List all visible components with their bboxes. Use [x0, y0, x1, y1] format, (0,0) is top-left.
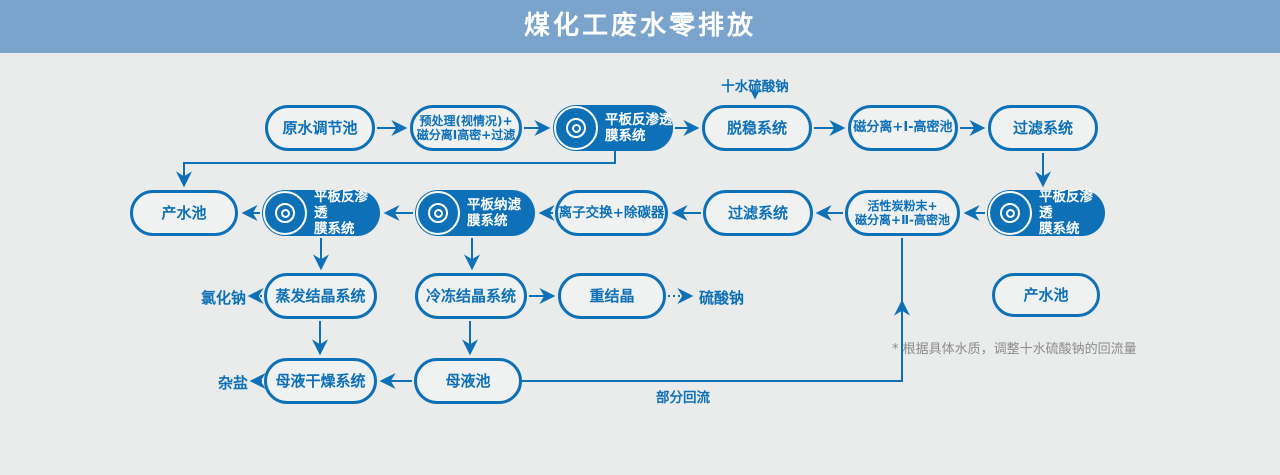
node-label: 脱稳系统: [726, 119, 787, 137]
node-label-line1: 平板反渗透: [605, 111, 673, 128]
node-raw-water-tank: 原水调节池: [265, 105, 375, 151]
node-product-water-tank-2: 产水池: [992, 273, 1100, 317]
node-filter-system-2: 过滤系统: [703, 190, 813, 236]
node-flat-ro-membrane-1: 平板反渗透 膜系统: [553, 105, 673, 151]
node-label-line1: 平板反渗透: [1039, 188, 1093, 221]
node-label: 过滤系统: [1012, 119, 1073, 137]
page-title: 煤化工废水零排放: [523, 11, 756, 41]
node-destabilization-system: 脱稳系统: [702, 105, 812, 151]
membrane-icon: [416, 191, 460, 235]
node-label: 过滤系统: [727, 204, 788, 222]
edge-ro1-to-product1: [176, 151, 616, 188]
node-evaporation-crystallization: 蒸发结晶系统: [264, 273, 377, 319]
node-label-line2: 膜系统: [314, 221, 355, 238]
membrane-icon: [263, 191, 307, 235]
label-mixed-salt: 杂盐: [217, 374, 248, 392]
node-mother-liquor-drying: 母液干燥系统: [264, 358, 377, 404]
label-partial-reflux: 部分回流: [656, 390, 710, 406]
node-label-line2: 膜系统: [605, 128, 646, 144]
node-label-line2: 磁分离Ⅰ高密+过滤: [416, 128, 516, 142]
node-flat-ro-membrane-2: 平板反渗透 膜系统: [262, 188, 380, 238]
node-label: 产水池: [161, 204, 207, 222]
node-label: 冷冻结晶系统: [425, 287, 516, 305]
node-label: 离子交换+除碳器: [558, 204, 665, 221]
node-label-line1: 平板纳滤: [467, 196, 521, 213]
node-pretreatment: 预处理(视情况)+ 磁分离Ⅰ高密+过滤: [410, 105, 522, 151]
node-label: 蒸发结晶系统: [275, 287, 366, 305]
node-label-line2: 磁分离+Ⅱ-高密池: [855, 213, 950, 227]
node-label-line1: 活性炭粉末+: [867, 198, 938, 213]
label-sodium-sulfate-decahydrate: 十水硫酸钠: [721, 79, 789, 95]
node-label-line2: 膜系统: [467, 213, 508, 229]
node-ion-exchange-decarbonizer: 离子交换+除碳器: [555, 190, 668, 236]
node-filter-system-1: 过滤系统: [988, 105, 1098, 151]
node-activated-carbon-magsep-2-pond: 活性炭粉末+ 磁分离+Ⅱ-高密池: [845, 190, 960, 236]
node-magnetic-separation-1-pond: 磁分离+Ⅰ-高密池: [848, 105, 958, 151]
label-sodium-sulfate: 硫酸钠: [699, 289, 745, 307]
title-banner: 煤化工废水零排放: [0, 0, 1280, 53]
node-label-line2: 膜系统: [1039, 221, 1080, 238]
note-text: * 根据具体水质，调整十水硫酸钠的回流量: [892, 342, 1137, 357]
node-product-water-tank-1: 产水池: [130, 190, 238, 236]
membrane-icon: [988, 191, 1032, 235]
node-recrystallization: 重结晶: [558, 273, 666, 319]
node-label: 原水调节池: [282, 119, 358, 137]
label-sodium-chloride: 氯化钠: [200, 289, 246, 307]
node-label-line1: 平板反渗透: [314, 188, 368, 221]
node-label: 母液池: [445, 372, 491, 390]
edge-partial-reflux: [522, 299, 910, 382]
node-label: 产水池: [1023, 286, 1069, 304]
membrane-icon: [554, 106, 598, 150]
node-label: 重结晶: [589, 287, 635, 305]
node-label: 磁分离+Ⅰ-高密池: [853, 120, 953, 136]
node-label-line1: 预处理(视情况)+: [419, 113, 513, 128]
node-label: 母液干燥系统: [275, 372, 366, 390]
node-flat-nf-membrane: 平板纳滤 膜系统: [415, 190, 535, 236]
node-freezing-crystallization: 冷冻结晶系统: [415, 273, 527, 319]
node-flat-ro-membrane-3: 平板反渗透 膜系统: [987, 188, 1105, 238]
node-mother-liquor-tank: 母液池: [414, 358, 522, 404]
